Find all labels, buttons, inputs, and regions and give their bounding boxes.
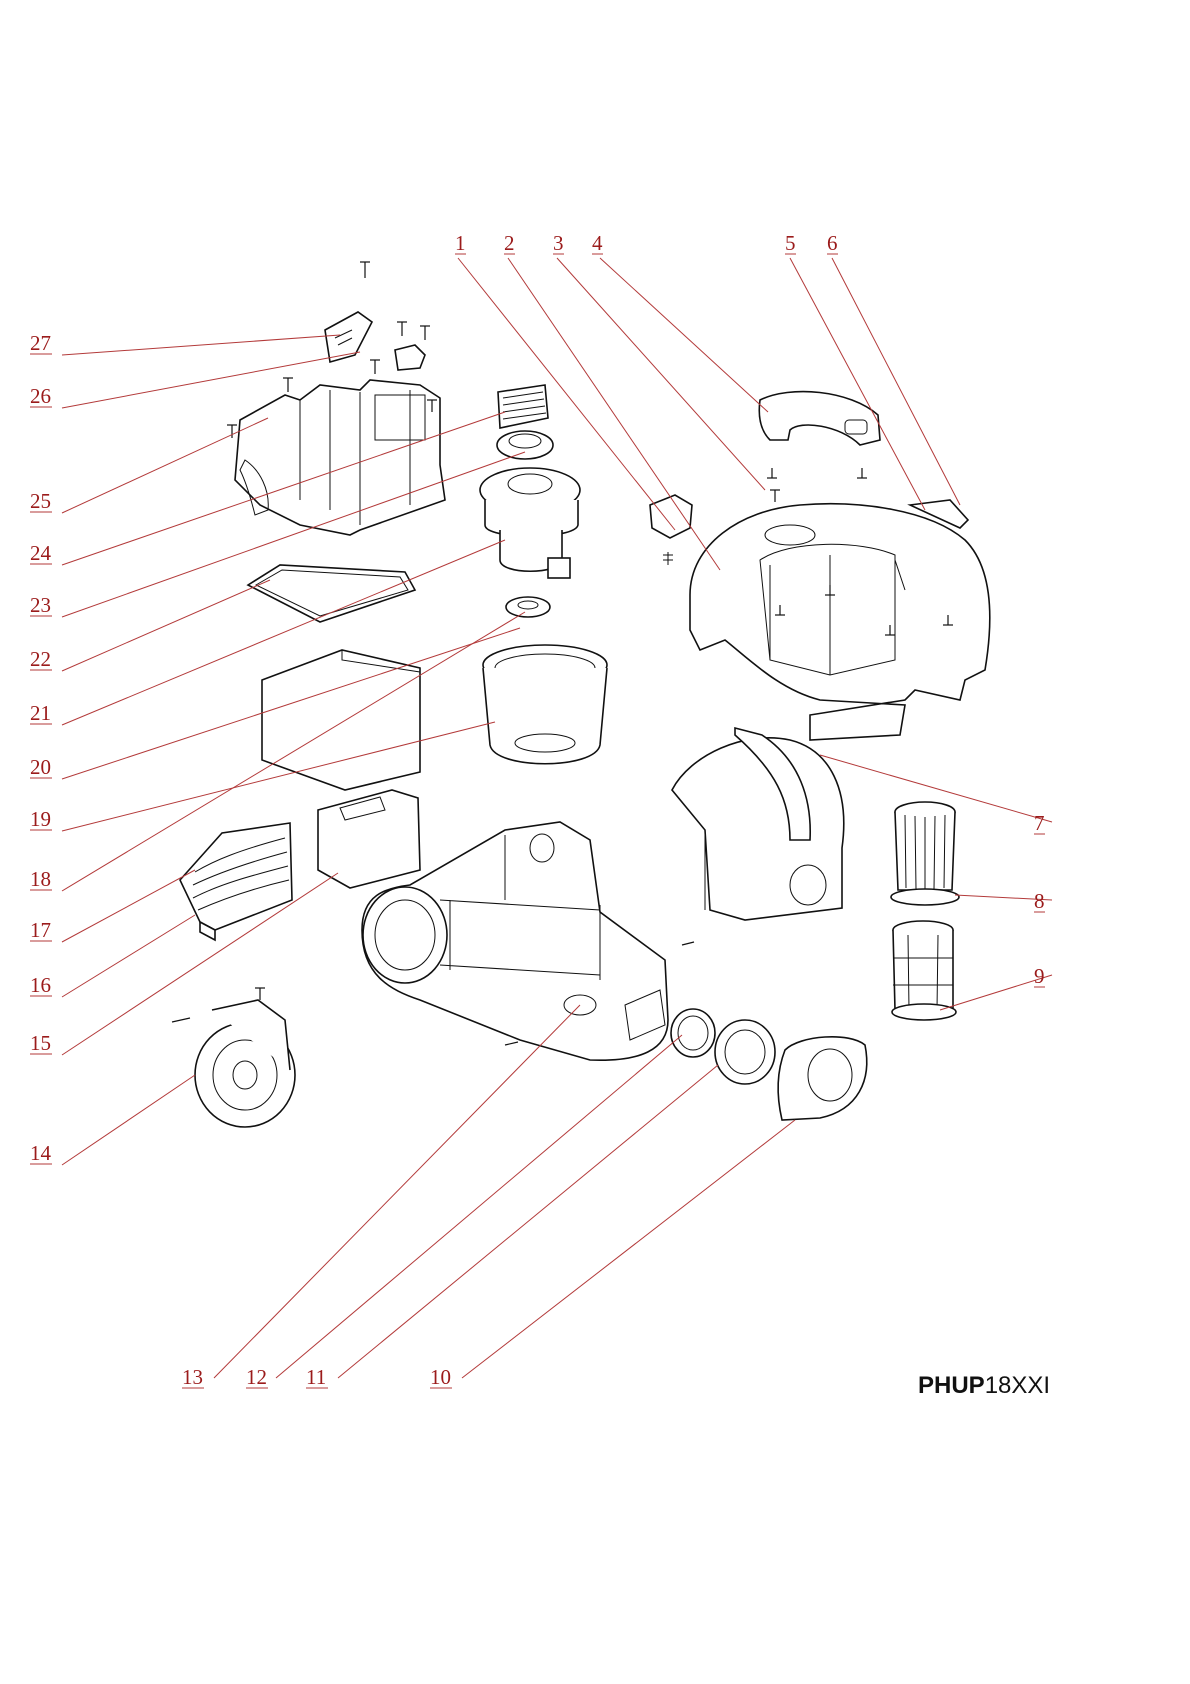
part-26-switch (283, 321, 430, 392)
leader-line-25 (61, 417, 269, 514)
part-1-latch (649, 494, 693, 565)
part-9-filter-cage (891, 920, 957, 1021)
leader-line-26 (61, 351, 361, 409)
leader-line-13 (213, 1004, 581, 1379)
leader-line-20 (61, 627, 521, 780)
leader-line-16 (61, 914, 196, 998)
leader-lines (61, 257, 1053, 1379)
model-code-prefix: PHUP (918, 1372, 985, 1399)
callout-21: 21 (30, 701, 51, 725)
callout-23: 23 (30, 593, 51, 617)
part-12-seal-ring (670, 1008, 716, 1058)
callout-18: 18 (30, 867, 51, 891)
part-21-motor (479, 467, 581, 579)
leader-line-21 (61, 539, 506, 726)
part-24-exhaust-grille (497, 384, 549, 429)
part-27-switch-bracket (324, 261, 374, 364)
leader-line-12 (275, 1034, 683, 1379)
leader-line-19 (61, 721, 496, 832)
callout-27: 27 (30, 331, 51, 355)
callout-14: 14 (30, 1141, 52, 1165)
part-22-gasket (246, 564, 417, 623)
part-4-handle (758, 390, 881, 502)
callout-11: 11 (306, 1365, 326, 1389)
leader-line-15 (61, 872, 339, 1056)
leader-line-6 (831, 257, 961, 506)
callout-17: 17 (30, 918, 51, 942)
leader-line-1 (457, 257, 676, 531)
callout-5: 5 (785, 231, 796, 255)
callout-6: 6 (827, 231, 838, 255)
leader-line-18 (61, 611, 526, 892)
part-19-filter-sleeve (261, 649, 421, 791)
leader-line-17 (61, 869, 196, 943)
leader-line-27 (61, 334, 341, 356)
leader-line-3 (556, 257, 766, 491)
callout-2: 2 (504, 231, 515, 255)
part-23-motor-cap (496, 430, 554, 460)
part-20-mount-ring (505, 596, 551, 618)
callout-19: 19 (30, 807, 51, 831)
callout-16: 16 (30, 973, 51, 997)
callout-13: 13 (182, 1365, 203, 1389)
part-2-top-cover (689, 502, 991, 741)
callout-22: 22 (30, 647, 51, 671)
leader-line-9 (939, 974, 1053, 1011)
callout-7: 7 (1034, 811, 1045, 835)
callout-12: 12 (246, 1365, 267, 1389)
part-13-base-chassis (361, 821, 695, 1061)
part-8-cylinder-filter (890, 801, 960, 906)
callout-4: 4 (592, 231, 603, 255)
part-25-upper-housing (227, 379, 446, 536)
callout-9: 9 (1034, 964, 1045, 988)
callout-3: 3 (553, 231, 564, 255)
model-code: PHUP18XXI (918, 1372, 1050, 1399)
leader-line-22 (61, 579, 271, 672)
part-10-front-cover (777, 1036, 868, 1121)
leader-line-4 (599, 257, 769, 413)
callout-10: 10 (430, 1365, 451, 1389)
callout-8: 8 (1034, 889, 1045, 913)
leader-line-10 (461, 1119, 796, 1379)
leader-line-2 (507, 257, 721, 571)
leader-line-5 (789, 257, 926, 511)
part-18-motor-housing (482, 644, 608, 765)
part-15-sponge-filter (317, 789, 421, 889)
callout-1: 1 (455, 231, 466, 255)
callout-25: 25 (30, 489, 51, 513)
leader-line-24 (61, 411, 506, 566)
leader-line-8 (954, 894, 1053, 901)
part-14-cable-reel (171, 987, 296, 1128)
part-11-inlet-ring (714, 1019, 776, 1085)
leader-line-14 (61, 1074, 196, 1166)
leader-line-11 (337, 1064, 719, 1379)
leader-line-7 (819, 754, 1053, 823)
callout-15: 15 (30, 1031, 51, 1055)
callout-26: 26 (30, 384, 51, 408)
callout-24: 24 (30, 541, 52, 565)
part-17-filter-frame (179, 822, 293, 942)
model-code-suffix: 18XXI (985, 1372, 1050, 1399)
leader-line-23 (61, 451, 526, 618)
part-7-dust-container (671, 726, 845, 921)
callout-20: 20 (30, 755, 51, 779)
